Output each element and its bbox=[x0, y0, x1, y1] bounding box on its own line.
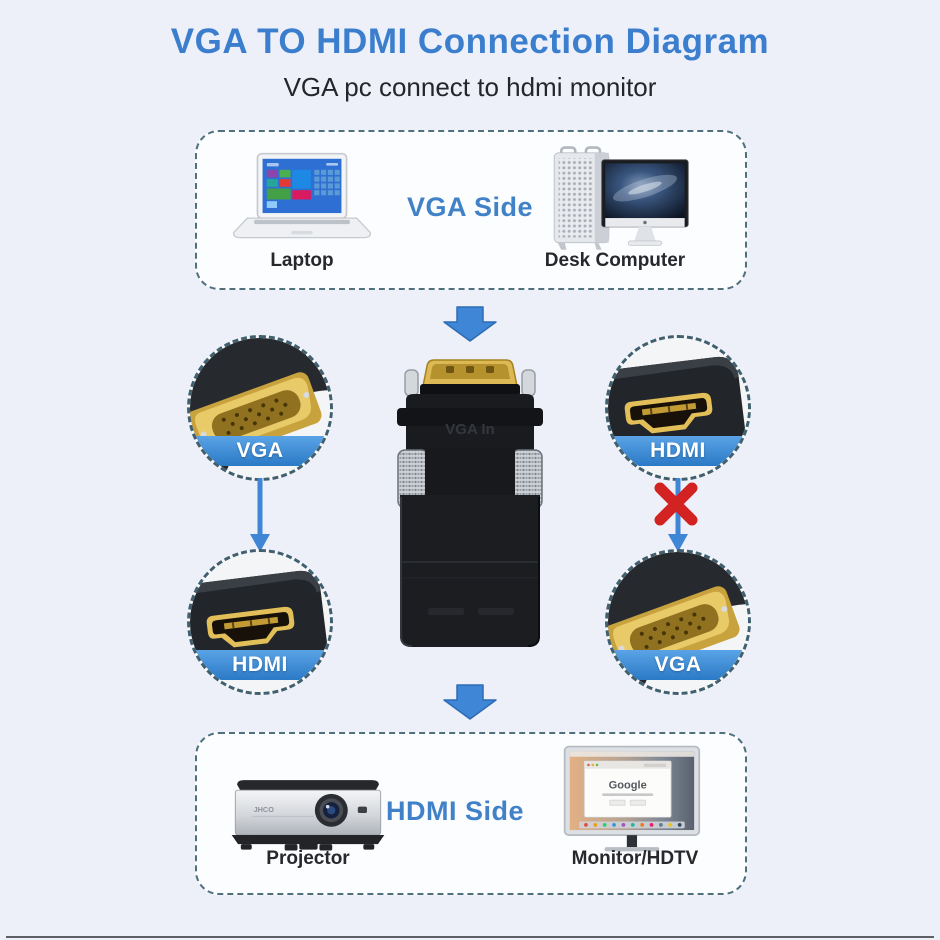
desk-computer-illustration bbox=[553, 146, 689, 250]
vga-plug-photo-circle-top-left: VGA bbox=[187, 335, 333, 481]
down-arrow-left-icon bbox=[250, 478, 270, 552]
page-subtitle: VGA pc connect to hdmi monitor bbox=[283, 72, 657, 102]
down-block-arrow-icon bbox=[443, 684, 497, 720]
hdmi-port-photo-circle-bottom-left: HDMI bbox=[187, 549, 333, 695]
page-title: VGA TO HDMI Connection Diagram bbox=[170, 22, 770, 61]
vga-plug-photo-circle-bottom-right: VGA bbox=[605, 549, 751, 695]
adapter-port-label: VGA In bbox=[445, 421, 494, 438]
projector-illustration: JHCO bbox=[231, 780, 385, 851]
vga-ribbon-label: VGA bbox=[190, 436, 330, 466]
projector-brand-label: JHCO bbox=[254, 805, 275, 814]
vga-ribbon-label: VGA bbox=[608, 650, 748, 680]
monitor-caption: Monitor/HDTV bbox=[571, 848, 699, 869]
laptop-illustration bbox=[233, 152, 371, 239]
vga-side-label: VGA Side bbox=[406, 192, 534, 222]
hdmi-port-photo-circle-top-right: HDMI bbox=[605, 335, 751, 481]
vga-to-hdmi-adapter-illustration: VGA In bbox=[397, 359, 543, 647]
desk-computer-caption: Desk Computer bbox=[544, 250, 686, 271]
image-bottom-edge-line bbox=[6, 936, 934, 938]
monitor-illustration: Google bbox=[563, 745, 701, 852]
monitor-screen-text: Google bbox=[609, 779, 647, 791]
hdmi-side-label: HDMI Side bbox=[385, 796, 524, 826]
hdmi-ribbon-label: HDMI bbox=[608, 436, 748, 466]
projector-caption: Projector bbox=[266, 848, 350, 869]
laptop-caption: Laptop bbox=[270, 250, 334, 271]
hdmi-ribbon-label: HDMI bbox=[190, 650, 330, 680]
down-block-arrow-icon bbox=[443, 306, 497, 342]
red-cross-icon bbox=[654, 482, 698, 526]
